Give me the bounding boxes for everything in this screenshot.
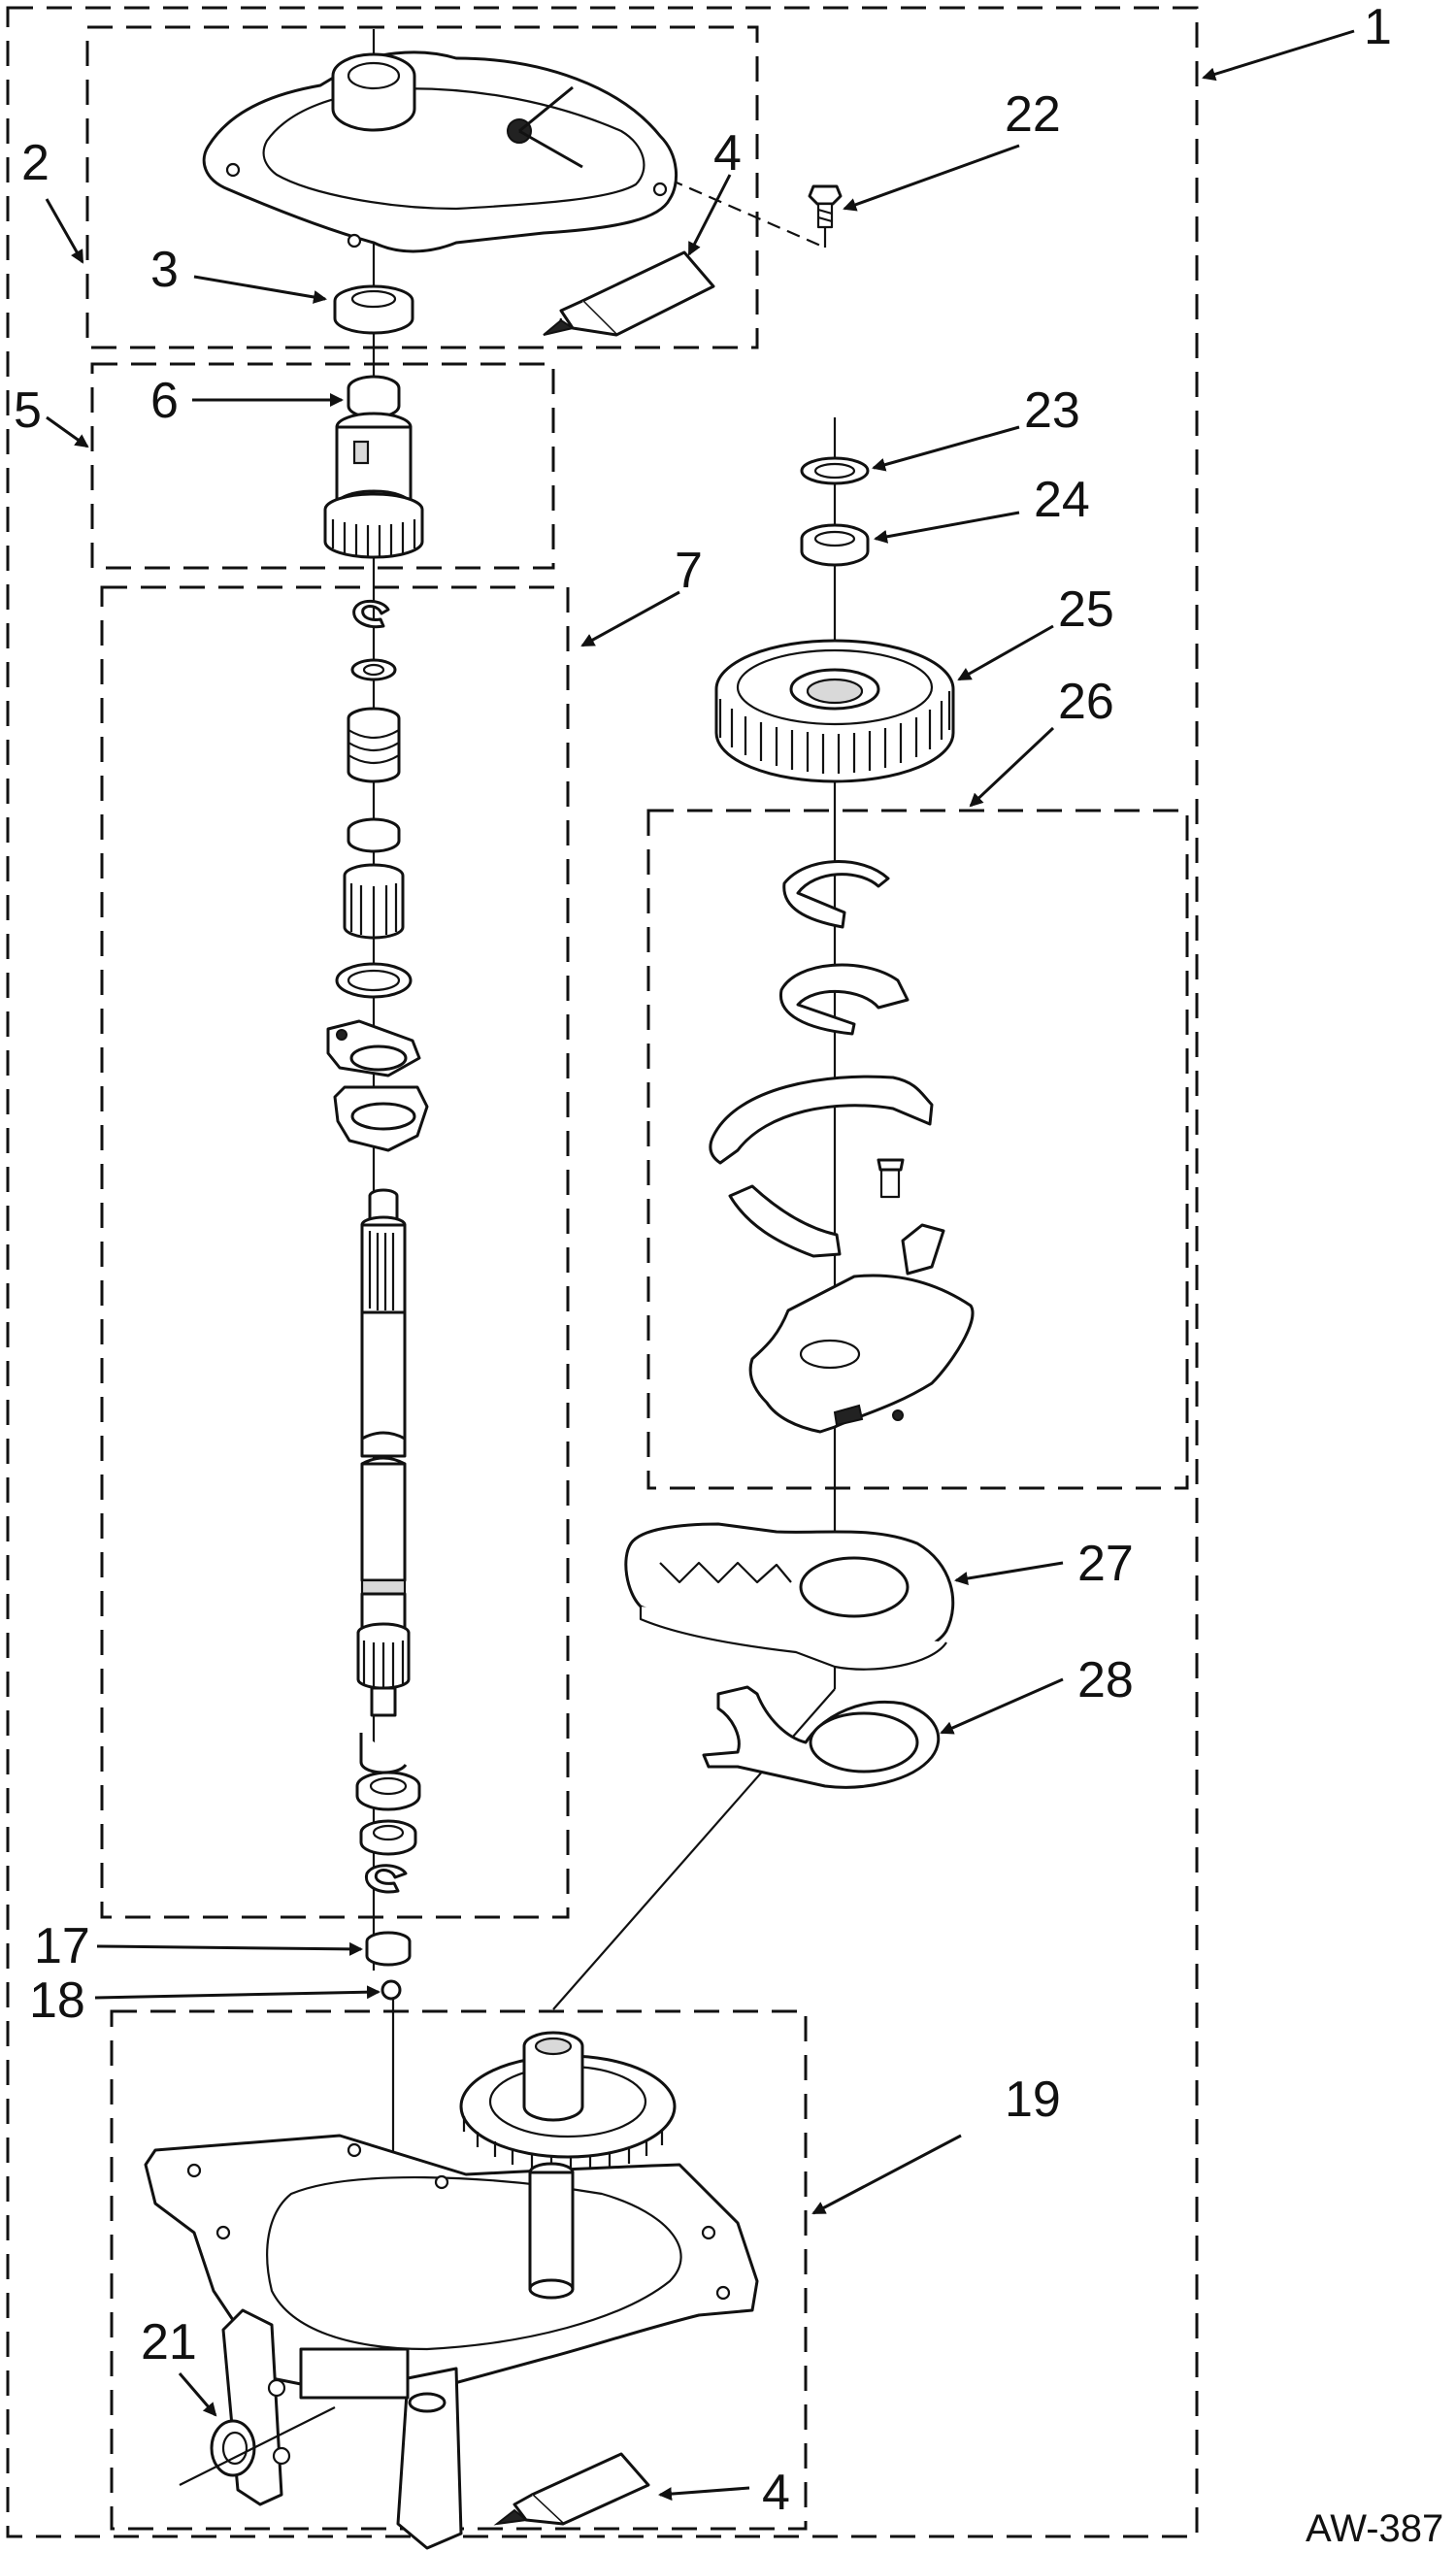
leader-17 xyxy=(96,1941,363,1956)
grease-tube-top xyxy=(543,250,715,337)
callout-19: 19 xyxy=(1005,2071,1061,2128)
leader-7 xyxy=(580,590,680,647)
reference-code: AW-387 xyxy=(1306,2507,1443,2550)
leader-2 xyxy=(45,198,84,264)
screw-part-22 xyxy=(808,184,843,229)
bushing-part-17 xyxy=(365,1931,412,1967)
callout-28: 28 xyxy=(1077,1652,1134,1708)
leader-23 xyxy=(872,425,1020,472)
callout-5: 5 xyxy=(14,382,42,439)
cam-shifter xyxy=(326,1019,429,1152)
callout-1: 1 xyxy=(1364,0,1392,55)
seal-part-3 xyxy=(333,284,414,335)
group-7-box xyxy=(100,585,570,1919)
grease-tube-bottom xyxy=(493,2452,650,2526)
callout-27: 27 xyxy=(1077,1536,1134,1592)
retainer-part-23 xyxy=(800,456,870,485)
shift-plate-part-28 xyxy=(702,1685,941,1789)
clutch-band-parts xyxy=(709,860,934,1165)
drive-gear-part-25 xyxy=(714,639,955,783)
group-1-box xyxy=(6,6,1199,2538)
leader-4-top xyxy=(687,174,732,256)
callout-21: 21 xyxy=(141,2314,197,2370)
leader-26 xyxy=(969,726,1055,808)
leader-25 xyxy=(957,624,1054,681)
pinion-gear xyxy=(343,863,405,940)
callout-4-top: 4 xyxy=(713,125,742,182)
seal-part-21 xyxy=(179,2406,336,2486)
leader-19 xyxy=(811,2134,962,2215)
spline-part-6 xyxy=(347,375,401,419)
callout-6: 6 xyxy=(150,373,179,429)
callout-17: 17 xyxy=(34,1918,90,1974)
retaining-ring-top xyxy=(352,599,390,629)
leader-3 xyxy=(193,275,327,304)
drive-spline-body xyxy=(323,412,424,559)
screw-axis xyxy=(669,178,826,249)
leader-1 xyxy=(1202,29,1355,82)
leader-22 xyxy=(843,144,1020,212)
main-drive-gear xyxy=(459,2031,677,2173)
lower-washers xyxy=(355,1733,421,1894)
leader-4-bottom xyxy=(658,2486,750,2502)
leader-21 xyxy=(178,2372,217,2417)
leader-24 xyxy=(874,511,1020,544)
callout-3: 3 xyxy=(150,242,179,298)
spring xyxy=(347,707,401,783)
callout-7: 7 xyxy=(675,543,703,599)
group-2-box xyxy=(85,25,759,349)
shift-fork-part-27 xyxy=(624,1522,955,1671)
gearcase-cover xyxy=(202,50,678,253)
leader-28 xyxy=(940,1677,1064,1735)
callout-18: 18 xyxy=(29,1972,85,2029)
callout-22: 22 xyxy=(1005,86,1061,143)
callout-2: 2 xyxy=(21,135,50,191)
thrust-washer xyxy=(335,962,413,999)
leader-27 xyxy=(954,1561,1064,1585)
group-5-box xyxy=(90,362,555,570)
callout-23: 23 xyxy=(1024,382,1080,439)
shift-lever-assembly xyxy=(728,1158,975,1434)
ball-part-18 xyxy=(381,1979,402,2001)
leader-5 xyxy=(46,415,89,448)
gearcase-base xyxy=(144,2134,759,2550)
washer-stack-1 xyxy=(350,658,397,681)
leader-18 xyxy=(94,1985,381,2000)
callout-24: 24 xyxy=(1034,472,1090,528)
agitator-shaft xyxy=(356,1188,411,1717)
group-26-box xyxy=(646,809,1189,1490)
washer-part-24 xyxy=(800,523,870,567)
callout-26: 26 xyxy=(1058,674,1114,730)
callout-25: 25 xyxy=(1058,581,1114,638)
callout-4-bottom: 4 xyxy=(762,2465,790,2521)
washer-stack-2 xyxy=(347,817,401,853)
